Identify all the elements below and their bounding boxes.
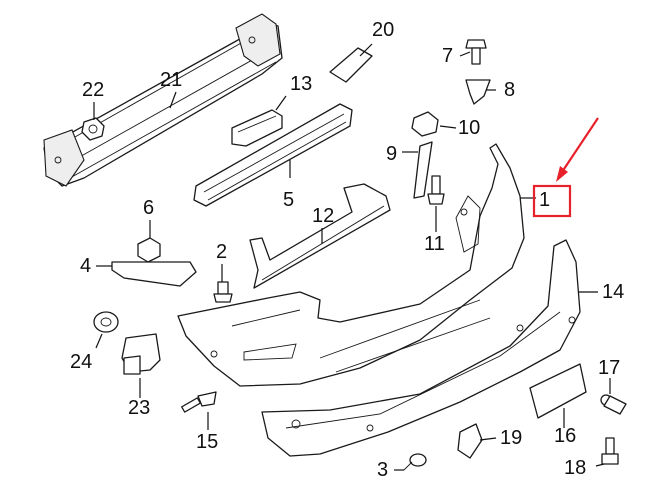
callout-2: 2 — [216, 241, 228, 263]
part-3-clip — [403, 453, 427, 471]
part-10-nut — [411, 111, 439, 137]
part-17-screw — [600, 394, 627, 415]
callout-5: 5 — [283, 189, 295, 211]
part-7-screw — [465, 39, 487, 65]
callout-18: 18 — [564, 457, 587, 479]
callout-23: 23 — [128, 397, 151, 419]
part-6-nut — [137, 237, 161, 263]
part-11-screw — [427, 175, 445, 205]
callout-13: 13 — [290, 73, 313, 95]
callout-3: 3 — [377, 459, 389, 481]
part-15-rivet — [181, 391, 217, 413]
callout-10: 10 — [458, 117, 481, 139]
callout-11: 11 — [424, 233, 445, 255]
part-9-clip — [413, 141, 433, 199]
part-16-plate-bracket — [529, 363, 587, 419]
callout-21: 21 — [160, 69, 183, 91]
callout-8: 8 — [504, 79, 516, 101]
highlight-marker — [532, 117, 599, 218]
callout-17: 17 — [598, 357, 621, 379]
part-21-reinforcement-beam — [43, 13, 283, 187]
callout-12: 12 — [312, 205, 335, 227]
part-5-absorber — [193, 103, 353, 207]
part-12-support — [249, 183, 391, 289]
part-23-sensor — [121, 333, 161, 375]
part-4-bracket — [111, 261, 197, 287]
callout-15: 15 — [196, 431, 219, 453]
callout-22: 22 — [82, 79, 105, 101]
callout-6: 6 — [143, 197, 155, 219]
callout-14: 14 — [602, 281, 625, 303]
callout-19: 19 — [500, 427, 523, 449]
part-1-bumper-cover — [177, 143, 525, 387]
part-19-cap — [457, 423, 483, 459]
callout-16: 16 — [554, 425, 577, 447]
part-2-bolt — [213, 281, 233, 303]
callout-7: 7 — [442, 45, 454, 67]
part-20-pad — [329, 47, 373, 83]
part-22-nut — [81, 117, 105, 141]
leader-lines — [93, 43, 611, 471]
callout-9: 9 — [386, 143, 398, 165]
part-18-screw — [601, 437, 619, 465]
callout-1: 1 — [539, 189, 551, 211]
part-8-clip — [465, 79, 491, 105]
part-14-lower-valance — [261, 239, 581, 457]
callout-4: 4 — [80, 255, 92, 277]
callout-20: 20 — [372, 19, 395, 41]
part-24-washer — [93, 311, 119, 333]
callout-24: 24 — [70, 351, 93, 373]
